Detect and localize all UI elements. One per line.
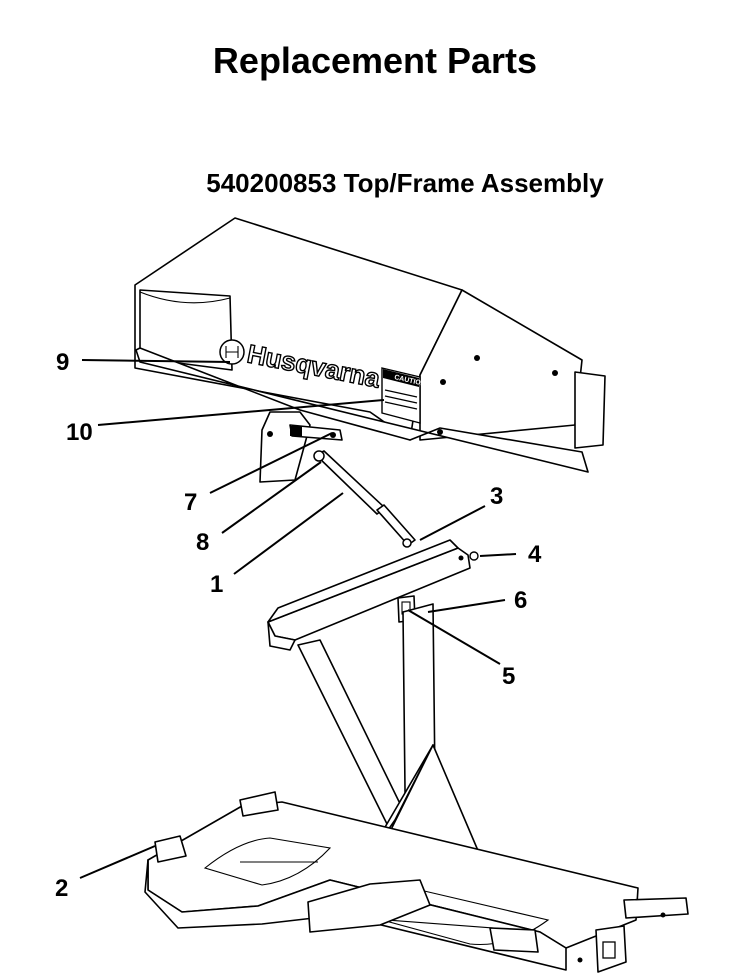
top-cover [134, 217, 606, 483]
callout-7: 7 [184, 489, 197, 516]
callout-2: 2 [55, 875, 68, 902]
callout-10: 10 [66, 419, 93, 446]
page-title: Replacement Parts [212, 40, 538, 81]
callout-4: 4 [528, 541, 542, 568]
leader-lines [79, 359, 517, 879]
base-tray [144, 791, 689, 973]
callout-3: 3 [490, 483, 503, 510]
gas-spring-strut [313, 450, 416, 548]
assembly-subtitle: 540200853 Top/Frame Assembly [206, 168, 604, 198]
callout-1: 1 [210, 571, 223, 598]
warning-decal: CAUTION [381, 367, 426, 424]
callout-5: 5 [502, 663, 515, 690]
callout-9: 9 [56, 349, 69, 376]
callout-8: 8 [196, 529, 209, 556]
callout-labels: 9 10 7 8 1 3 4 6 5 2 [55, 349, 542, 902]
callout-6: 6 [514, 587, 527, 614]
upper-support-arm [267, 539, 479, 651]
